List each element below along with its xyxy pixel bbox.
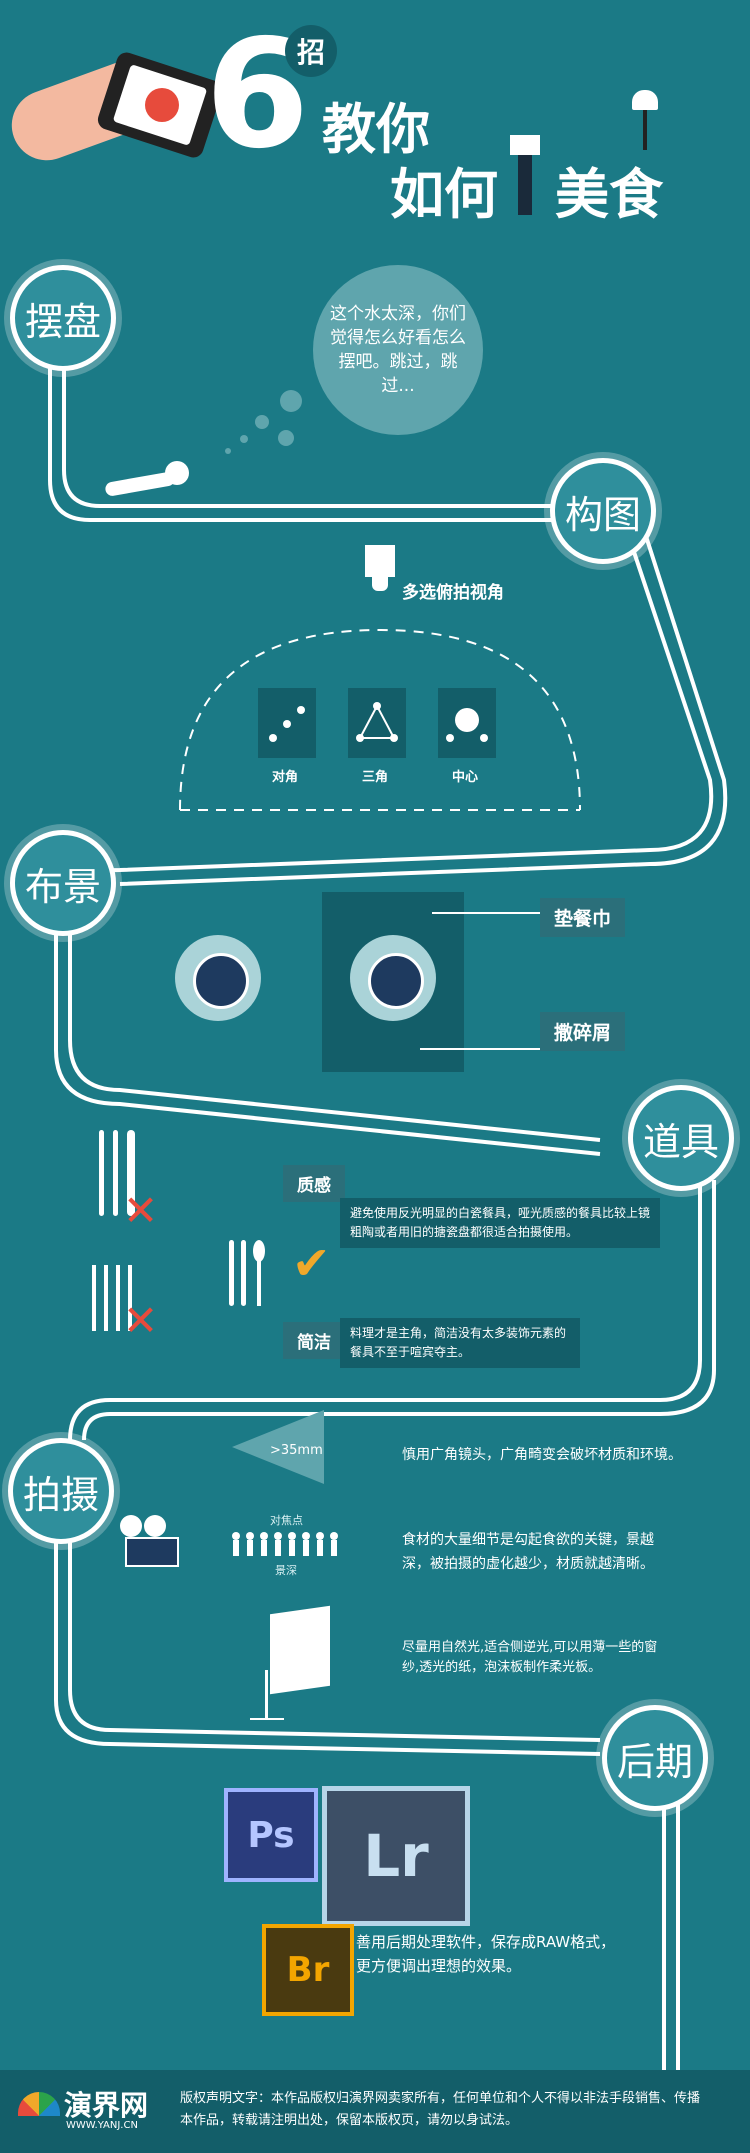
- composition-opt-triangle: [348, 688, 406, 758]
- plate-plain: [175, 935, 261, 1021]
- lens-cone: [232, 1410, 324, 1484]
- composition-opt-center: [438, 688, 496, 758]
- composition-arc: [179, 628, 581, 811]
- bridge-label: Br: [286, 1950, 330, 1990]
- props-note-simple: 料理才是主角，简洁没有太多装饰元素的餐具不至于喧宾夺主。: [340, 1318, 580, 1368]
- shooting-note-light: 尽量用自然光,适合侧逆光,可以用薄一些的窗纱,透光的纸，泡沫板制作柔光板。: [402, 1640, 658, 1675]
- scene-tag-crumbs: 撒碎屑: [540, 1012, 626, 1051]
- header-line2-a: 如何: [390, 163, 498, 226]
- composition-opt-label-2: 中心: [452, 770, 479, 785]
- plate-dressed: [350, 935, 436, 1021]
- lightroom-label: Lr: [363, 1822, 429, 1890]
- composition-opt-diagonal: [258, 688, 316, 758]
- props-tag-simple: 简洁: [283, 1322, 345, 1359]
- softbox-illustration: [245, 1605, 335, 1720]
- lens-label: >35mm: [270, 1443, 323, 1458]
- props-tag-texture: 质感: [283, 1165, 345, 1202]
- section-scene: 布景: [10, 830, 116, 936]
- cross-icon-1: ✕: [123, 1186, 159, 1235]
- photoshop-label: Ps: [247, 1814, 295, 1856]
- brand-url: WWW.YANJ.CN: [66, 2120, 138, 2131]
- brand-logo-icon: [18, 2092, 60, 2116]
- composition-opt-label-0: 对角: [272, 770, 299, 785]
- shooting-note-lens: 慎用广角镜头，广角畸变会破坏材质和环境。: [402, 1447, 682, 1463]
- photoshop-icon: Ps: [224, 1788, 318, 1882]
- composition-title: 多选俯拍视角: [402, 583, 504, 603]
- lightroom-icon: Lr: [322, 1786, 470, 1926]
- post-note: 善用后期处理软件，保存成RAW格式，更方便调出理想的效果。: [356, 1933, 616, 1975]
- composition-opt-label-1: 三角: [362, 770, 389, 785]
- check-icon: ✔: [292, 1236, 331, 1290]
- header-line1: 教你: [322, 98, 430, 161]
- section-post: 后期: [602, 1705, 708, 1811]
- header-zhao-badge: 招: [285, 25, 337, 77]
- chef-fork-icon: [630, 90, 660, 150]
- header-zhao: 招: [296, 36, 325, 69]
- brand-name: 演界网: [64, 2089, 149, 2122]
- section-props: 道具: [628, 1085, 734, 1191]
- bridge-icon: Br: [262, 1924, 354, 2016]
- scene-connector-1: [432, 912, 540, 914]
- hand-phone-illustration: [1, 49, 225, 180]
- scene-tag-napkin: 垫餐巾: [540, 898, 626, 937]
- cutlery-group-1: [95, 1130, 155, 1220]
- depth-label: 景深: [275, 1564, 297, 1577]
- cross-icon-2: ✕: [123, 1296, 159, 1345]
- focus-label: 对焦点: [270, 1514, 303, 1527]
- footer: 演界网 WWW.YANJ.CN 版权声明文字：本作品版权归演界网卖家所有，任何单…: [0, 2070, 750, 2153]
- photographer-icon: [510, 135, 540, 215]
- depth-people-row: [230, 1530, 350, 1560]
- bubbles-decoration: [220, 390, 310, 460]
- plating-bubble-text: 这个水太深，你们觉得怎么好看怎么摆吧。跳过，跳过...: [330, 304, 466, 396]
- shooting-note-depth: 食材的大量细节是勾起食欲的关键，景越深，被拍摄的虚化越少，材质就越清晰。: [402, 1532, 654, 1572]
- camera-top-icon: [365, 545, 395, 591]
- section-plating: 摆盘: [10, 265, 116, 371]
- plating-bubble: 这个水太深，你们觉得怎么好看怎么摆吧。跳过，跳过...: [313, 265, 483, 435]
- cutlery-group-2: [225, 1240, 295, 1310]
- copyright: 版权声明文字：本作品版权归演界网卖家所有，任何单位和个人不得以非法手段销售、传播…: [180, 2091, 701, 2128]
- cutlery-group-3: [88, 1265, 148, 1335]
- props-note-texture: 避免使用反光明显的白瓷餐具，哑光质感的餐具比较上镜粗陶或者用旧的搪瓷盘都很适合拍…: [340, 1198, 660, 1248]
- movie-camera-icon: [120, 1515, 190, 1567]
- scene-connector-2: [420, 1048, 540, 1050]
- header-line2-b: 美食: [555, 163, 663, 226]
- diver-illustration: [104, 455, 215, 497]
- section-composition: 构图: [550, 458, 656, 564]
- section-shooting: 拍摄: [8, 1438, 114, 1544]
